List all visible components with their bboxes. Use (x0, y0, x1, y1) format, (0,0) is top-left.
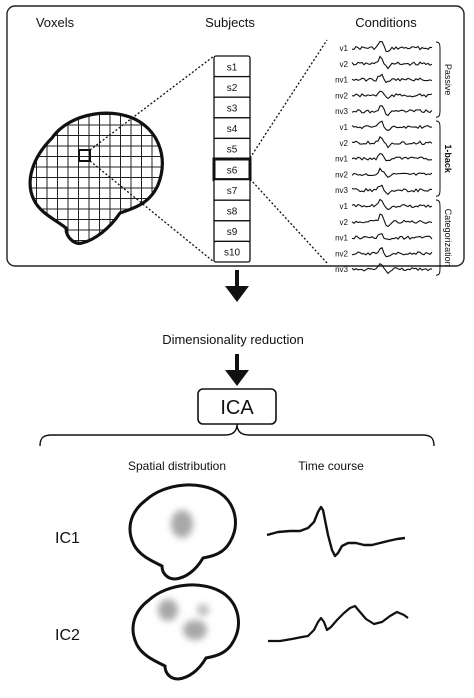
subject-label: s2 (227, 83, 238, 94)
condition-label: nv2 (335, 91, 348, 100)
condition-label: v2 (340, 218, 349, 227)
condition-label: nv1 (335, 155, 348, 164)
ic1-brain-outline (128, 483, 237, 581)
condition-trace (351, 105, 433, 117)
dimensionality-reduction-label: Dimensionality reduction (162, 332, 304, 347)
condition-group-brace (435, 120, 441, 197)
subject-label: s9 (227, 227, 238, 238)
condition-trace (351, 90, 433, 100)
ic2-activation-blob-1 (158, 599, 178, 621)
subject-cell-s2: s2 (213, 75, 251, 98)
condition-trace (351, 198, 433, 211)
down-arrow-2 (225, 354, 249, 386)
condition-label: nv2 (335, 249, 348, 258)
brain-outline (28, 111, 164, 245)
condition-trace (351, 41, 433, 53)
condition-label: v2 (340, 139, 349, 148)
subject-label: s5 (227, 145, 238, 156)
condition-trace (351, 152, 432, 162)
condition-label: nv3 (335, 265, 348, 274)
condition-label: v1 (340, 123, 349, 132)
ic1-activation-blob (171, 510, 193, 538)
condition-trace (351, 233, 433, 241)
subject-cell-s6: s6 (212, 157, 252, 182)
time-course-header: Time course (298, 459, 364, 473)
condition-trace (351, 167, 433, 178)
ic2-activation-blob-2 (183, 620, 207, 640)
ic2-spatial-map (131, 583, 240, 681)
condition-trace (351, 136, 433, 149)
condition-trace (351, 246, 433, 258)
ic2-activation-blob-3 (197, 604, 209, 616)
selected-voxel (78, 149, 91, 162)
condition-group-brace (435, 199, 441, 276)
zoom-line-cond-bottom (249, 178, 328, 264)
condition-group-categorization: v1 v2 nv1 nv2 nv3 Categorization (335, 198, 453, 276)
subject-label: s10 (224, 248, 241, 259)
zoom-line-top (89, 55, 215, 151)
condition-group-label: 1-back (443, 144, 453, 174)
subject-label: s6 (227, 165, 238, 176)
subject-stack: s1 s2 s3 s4 s5 s6 s7 s8 s9 s10 (212, 55, 252, 263)
spatial-distribution-header: Spatial distribution (128, 459, 226, 473)
condition-trace (351, 55, 433, 70)
condition-trace (351, 120, 433, 132)
output-bracket (39, 423, 435, 447)
voxels-header: Voxels (36, 15, 75, 30)
condition-label: v1 (340, 44, 349, 53)
condition-traces: v1v2nv1nv2nv3Passivev1v2nv1nv2nv31-backv… (335, 41, 453, 276)
condition-label: nv1 (335, 234, 348, 243)
condition-group-1-back: v1 v2 nv1 nv2 nv3 1-back (335, 120, 453, 197)
condition-label: v1 (340, 202, 349, 211)
condition-label: nv3 (335, 186, 348, 195)
subjects-header: Subjects (205, 15, 255, 30)
subject-label: s3 (227, 104, 238, 115)
conditions-header: Conditions (355, 15, 417, 30)
condition-group-brace (435, 41, 441, 118)
ic1-time-course (266, 505, 406, 558)
down-arrow-1 (225, 270, 249, 302)
condition-label: nv2 (335, 170, 348, 179)
ic1-label: IC1 (55, 530, 80, 547)
condition-label: nv3 (335, 107, 348, 116)
zoom-line-cond-top (249, 39, 328, 159)
condition-label: v2 (340, 60, 349, 69)
subject-cell-s8: s8 (213, 199, 251, 222)
subject-cell-s9: s9 (213, 220, 251, 243)
condition-group-label: Categorization (443, 209, 453, 267)
subject-label: s8 (227, 207, 238, 218)
subject-cell-s3: s3 (213, 96, 251, 119)
condition-trace (351, 262, 433, 275)
subject-cell-s1: s1 (213, 55, 251, 78)
ica-label: ICA (220, 397, 254, 419)
ic2-label: IC2 (55, 627, 80, 644)
condition-trace (351, 73, 433, 84)
condition-trace (351, 213, 433, 228)
subject-cell-s7: s7 (213, 178, 251, 201)
condition-group-label: Passive (443, 64, 453, 96)
condition-label: nv1 (335, 76, 348, 85)
subject-label: s4 (227, 124, 238, 135)
ic1-spatial-map (128, 483, 237, 581)
subject-cell-s10: s10 (213, 240, 251, 263)
subject-cell-s5: s5 (213, 137, 251, 160)
ic2-time-course (268, 604, 409, 643)
subject-label: s7 (227, 186, 238, 197)
subject-label: s1 (227, 62, 238, 73)
condition-trace (351, 184, 433, 196)
subject-cell-s4: s4 (213, 117, 251, 140)
condition-group-passive: v1 v2 nv1 nv2 nv3 Passive (335, 41, 453, 118)
ic2-brain-outline (131, 583, 240, 681)
zoom-line-bottom (89, 160, 215, 263)
